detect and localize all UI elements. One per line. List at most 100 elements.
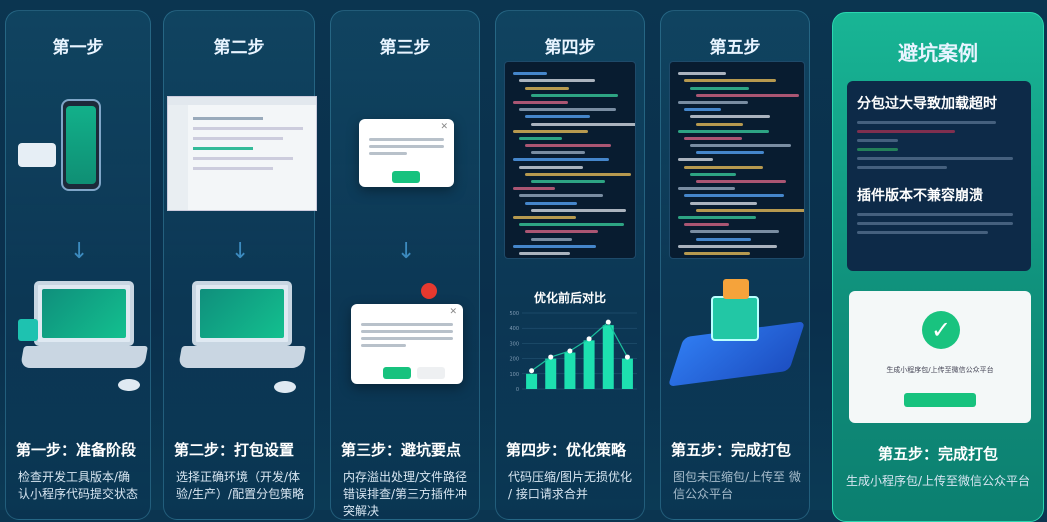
step-title: 第一步：准备阶段: [16, 441, 137, 459]
code-line: [519, 136, 563, 140]
confirm-button[interactable]: [383, 367, 411, 379]
laptop-illustration: [192, 281, 292, 346]
code-line: [678, 129, 769, 133]
step-card-5: 第五步 第五步：完成打包 图包未压缩包/上传至 微信公众平台: [660, 10, 810, 520]
data-point: [567, 348, 573, 354]
code-line: [690, 172, 737, 176]
code-line: [684, 108, 721, 112]
bar: [621, 358, 633, 389]
step-title: 第三步：避坑要点: [341, 441, 462, 459]
error-dialog: ✕: [351, 304, 463, 384]
code-line: [513, 72, 548, 76]
step-desc: 生成小程序包/上传至微信公众平台: [845, 474, 1031, 488]
arrow-down-icon: ↓: [397, 239, 416, 264]
code-line: [684, 251, 751, 255]
code-editor: [504, 61, 636, 259]
y-tick-label: 400: [509, 326, 519, 332]
y-tick-label: 300: [509, 341, 519, 347]
box-icon: [723, 279, 749, 299]
plant-icon: [18, 319, 38, 341]
code-line: [531, 208, 626, 212]
code-line: [678, 215, 756, 219]
code-editor: [669, 61, 805, 259]
step-header: 第三步: [379, 38, 431, 58]
case-panel: 避坑案例 分包过大导致加载超时 插件版本不兼容崩溃 ✓ 生成小程序包/上传至微信…: [832, 12, 1044, 522]
bar: [545, 358, 557, 389]
code-line: [525, 115, 590, 119]
step-title: 第四步：优化策略: [506, 441, 627, 459]
laptop-illustration: [34, 281, 134, 346]
code-line: [519, 251, 571, 255]
case-2-title: 插件版本不兼容崩溃: [857, 188, 983, 204]
shield-check-icon: ✓: [922, 311, 960, 349]
code-line: [525, 86, 570, 90]
code-line: [678, 158, 714, 162]
case-1-title: 分包过大导致加载超时: [857, 96, 997, 112]
bar: [564, 352, 576, 389]
devtools-screenshot: [167, 96, 317, 211]
code-line: [696, 151, 765, 155]
code-line: [690, 144, 792, 148]
y-tick-label: 500: [509, 311, 519, 317]
code-line: [519, 108, 616, 112]
phone-illustration: [61, 99, 101, 191]
case-panel-title: 避坑案例: [898, 41, 978, 65]
step-card-1: 第一步 ↓ 第一步：准备阶段 检查开发工具版本/确认小程序代码提交状态: [5, 10, 151, 520]
arrow-down-icon: ↓: [231, 239, 250, 264]
mouse-icon: [274, 381, 296, 393]
code-line: [531, 122, 635, 126]
code-line: [690, 201, 758, 205]
code-line: [678, 187, 735, 191]
y-tick-label: 0: [516, 387, 519, 393]
code-line: [684, 136, 742, 140]
code-line: [678, 244, 778, 248]
laptop-keyboard: [20, 346, 148, 368]
close-icon[interactable]: ✕: [449, 307, 457, 317]
step-header: 第一步: [52, 38, 104, 58]
code-line: [531, 180, 606, 183]
code-line: [513, 158, 609, 162]
cancel-button[interactable]: [417, 367, 445, 379]
data-point: [605, 319, 611, 325]
code-line: [684, 194, 785, 198]
code-line: [690, 230, 779, 234]
step-desc: 选择正确环境（开发/体验/生产）/配置分包策略: [176, 470, 305, 501]
bar: [602, 325, 614, 389]
code-line: [684, 223, 729, 227]
code-line: [696, 122, 744, 126]
close-icon[interactable]: ✕: [440, 122, 448, 132]
code-line: [513, 187, 556, 191]
code-line: [525, 230, 598, 234]
code-line: [684, 79, 777, 83]
success-card: ✓ 生成小程序包/上传至微信公众平台: [849, 291, 1031, 423]
upload-button[interactable]: [904, 393, 976, 407]
bar: [583, 340, 595, 389]
data-point: [586, 336, 592, 342]
confirm-button[interactable]: [392, 171, 420, 183]
code-line: [696, 180, 786, 183]
code-line: [690, 115, 771, 119]
y-tick-label: 200: [509, 357, 519, 363]
data-point: [529, 368, 535, 374]
step-title: 第二步：打包设置: [174, 441, 295, 459]
data-point: [548, 354, 554, 360]
trend-line: [531, 321, 628, 372]
code-line: [519, 165, 583, 169]
code-line: [513, 129, 589, 133]
code-line: [525, 144, 611, 148]
mouse-icon: [118, 379, 140, 391]
step-card-2: 第二步 ↓ 第二步：打包设置 选择正确环境（开发/体验/生产）/配置分包策略: [163, 10, 317, 520]
error-dialog: ✕: [359, 119, 454, 187]
code-line: [684, 165, 764, 169]
step-title: 第五步：完成打包: [671, 441, 792, 459]
code-line: [525, 201, 578, 205]
code-line: [519, 79, 596, 83]
code-line: [690, 86, 749, 90]
step-desc: 代码压缩/图片无损优化 / 接口请求合并: [508, 470, 633, 501]
code-line: [678, 100, 748, 104]
step-header: 第五步: [709, 38, 761, 58]
monitor-illustration: [711, 296, 759, 341]
step-desc: 图包未压缩包/上传至 微信公众平台: [673, 470, 801, 501]
